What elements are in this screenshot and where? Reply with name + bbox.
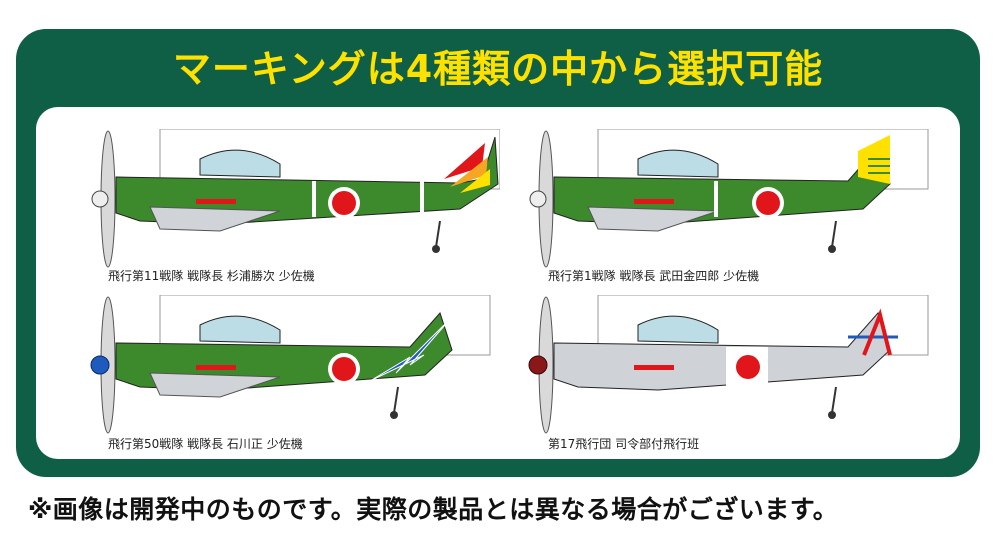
footnote: ※画像は開発中のものです。実際の製品とは異なる場合がございます。 (28, 495, 839, 524)
plane-illustration-2 (518, 129, 938, 279)
marking-panel: 飛行第11戦隊 戦隊長 杉浦勝次 少佐機 飛 (36, 107, 960, 459)
plane-caption-3: 飛行第50戦隊 戦隊長 石川正 少佐機 (108, 437, 303, 451)
marking-frame: マーキングは4種類の中から選択可能 飛 (16, 29, 980, 477)
plane-caption-2: 飛行第1戦隊 戦隊長 武田金四郎 少佐機 (548, 269, 760, 283)
plane-illustration-3 (80, 295, 500, 445)
headline: マーキングは4種類の中から選択可能 (172, 47, 824, 91)
plane-caption-4: 第17飛行団 司令部付飛行班 (548, 437, 700, 451)
plane-illustration-4 (518, 295, 938, 445)
plane-caption-1: 飛行第11戦隊 戦隊長 杉浦勝次 少佐機 (108, 269, 315, 283)
plane-illustration-1 (80, 129, 500, 279)
